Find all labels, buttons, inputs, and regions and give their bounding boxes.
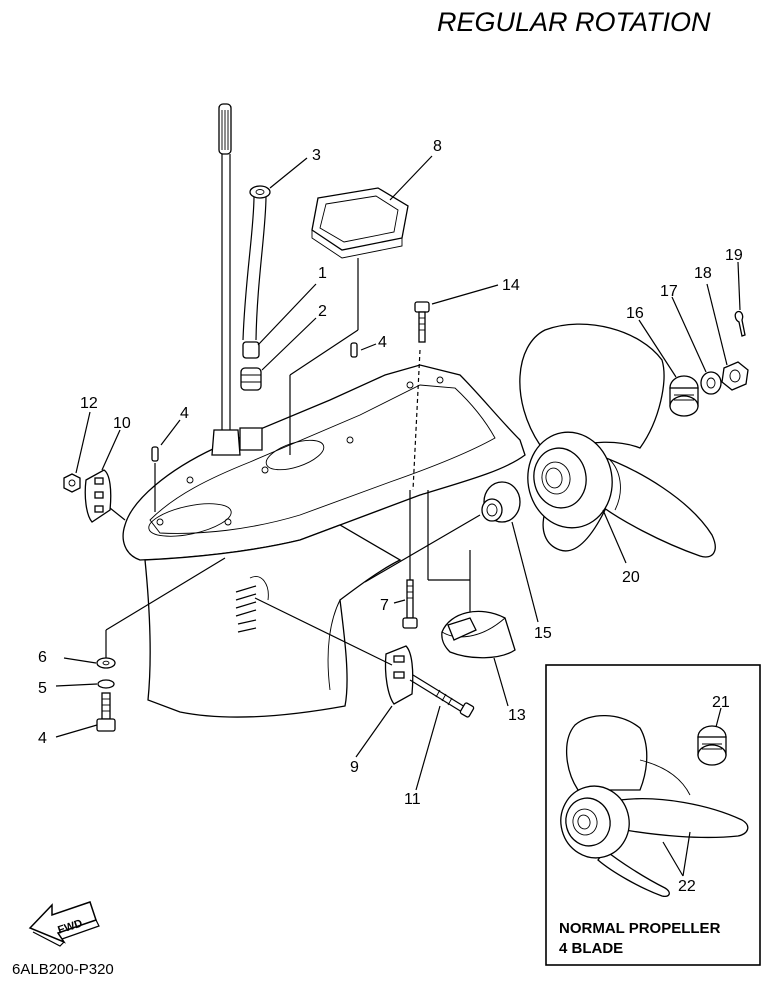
inset-callout-22: 22 [678,878,696,895]
callout-15: 14 [502,277,520,294]
callout-numbers: 3 1 2 8 4 4 12 10 14 7 6 5 4 9 11 13 15 … [38,138,743,808]
callout-14: 13 [508,707,526,724]
callout-20: 19 [725,247,743,264]
water-tube [242,185,271,341]
water-intake-grille [235,576,269,633]
inset-label-line1: NORMAL PROPELLER [559,920,721,937]
callout-10: 9 [350,759,359,776]
inset-label-line2: 4 BLADE [559,940,623,957]
washer-7 [96,657,116,669]
propeller-4-blade [560,714,749,898]
cotter-pin-20 [734,310,746,337]
grommet-1 [242,341,260,359]
callout-4: 4 [378,334,387,351]
callout-4: 4 [180,405,189,422]
bolt-12 [409,674,475,718]
callout-1: 1 [318,265,327,282]
callout-5: 4 [38,730,47,747]
spacer-16 [481,481,521,523]
callout-19: 18 [694,265,712,282]
lower-casing [122,364,526,718]
bolt-8 [402,579,418,629]
dowel-pin [350,342,358,358]
callout-13: 12 [80,395,98,412]
callout-9: 8 [433,138,442,155]
callout-21: 20 [622,569,640,586]
callout-6: 5 [38,680,47,697]
trim-tab-14 [441,610,516,659]
inset-spacer-17 [697,725,727,766]
callout-3: 3 [312,147,321,164]
cover-11 [84,469,112,523]
callout-2: 2 [318,303,327,320]
inset-panel: 21 22 NORMAL PROPELLER 4 BLADE [545,664,761,966]
leader-lines [55,155,741,791]
dowel-pin [151,446,159,462]
inset-callout-17: 21 [712,694,730,711]
washer-6 [97,679,115,689]
gasket [311,187,409,259]
bolt-15 [414,301,430,343]
anode-10 [384,645,414,705]
diagram-code: 6ALB200-P320 [12,961,114,978]
drive-shaft [211,103,241,456]
callout-16: 15 [534,625,552,642]
fwd-arrow-icon: FWD [28,901,100,947]
callout-17: 16 [626,305,644,322]
diagram-title: REGULAR ROTATION [437,7,711,37]
bolt-5 [96,692,116,732]
grommet-2 [240,367,262,391]
callout-11: 10 [113,415,131,432]
water-pump-collar [239,427,263,451]
washer-18 [700,371,722,395]
nut-13 [63,473,81,493]
callout-18: 17 [660,283,678,300]
callout-8: 7 [380,597,389,614]
callout-12: 11 [404,791,421,808]
bolt-axis-line [412,349,421,491]
spacer-17 [669,375,699,417]
callout-7: 6 [38,649,47,666]
nut-19 [721,361,749,391]
propeller-3-blade [519,323,716,558]
